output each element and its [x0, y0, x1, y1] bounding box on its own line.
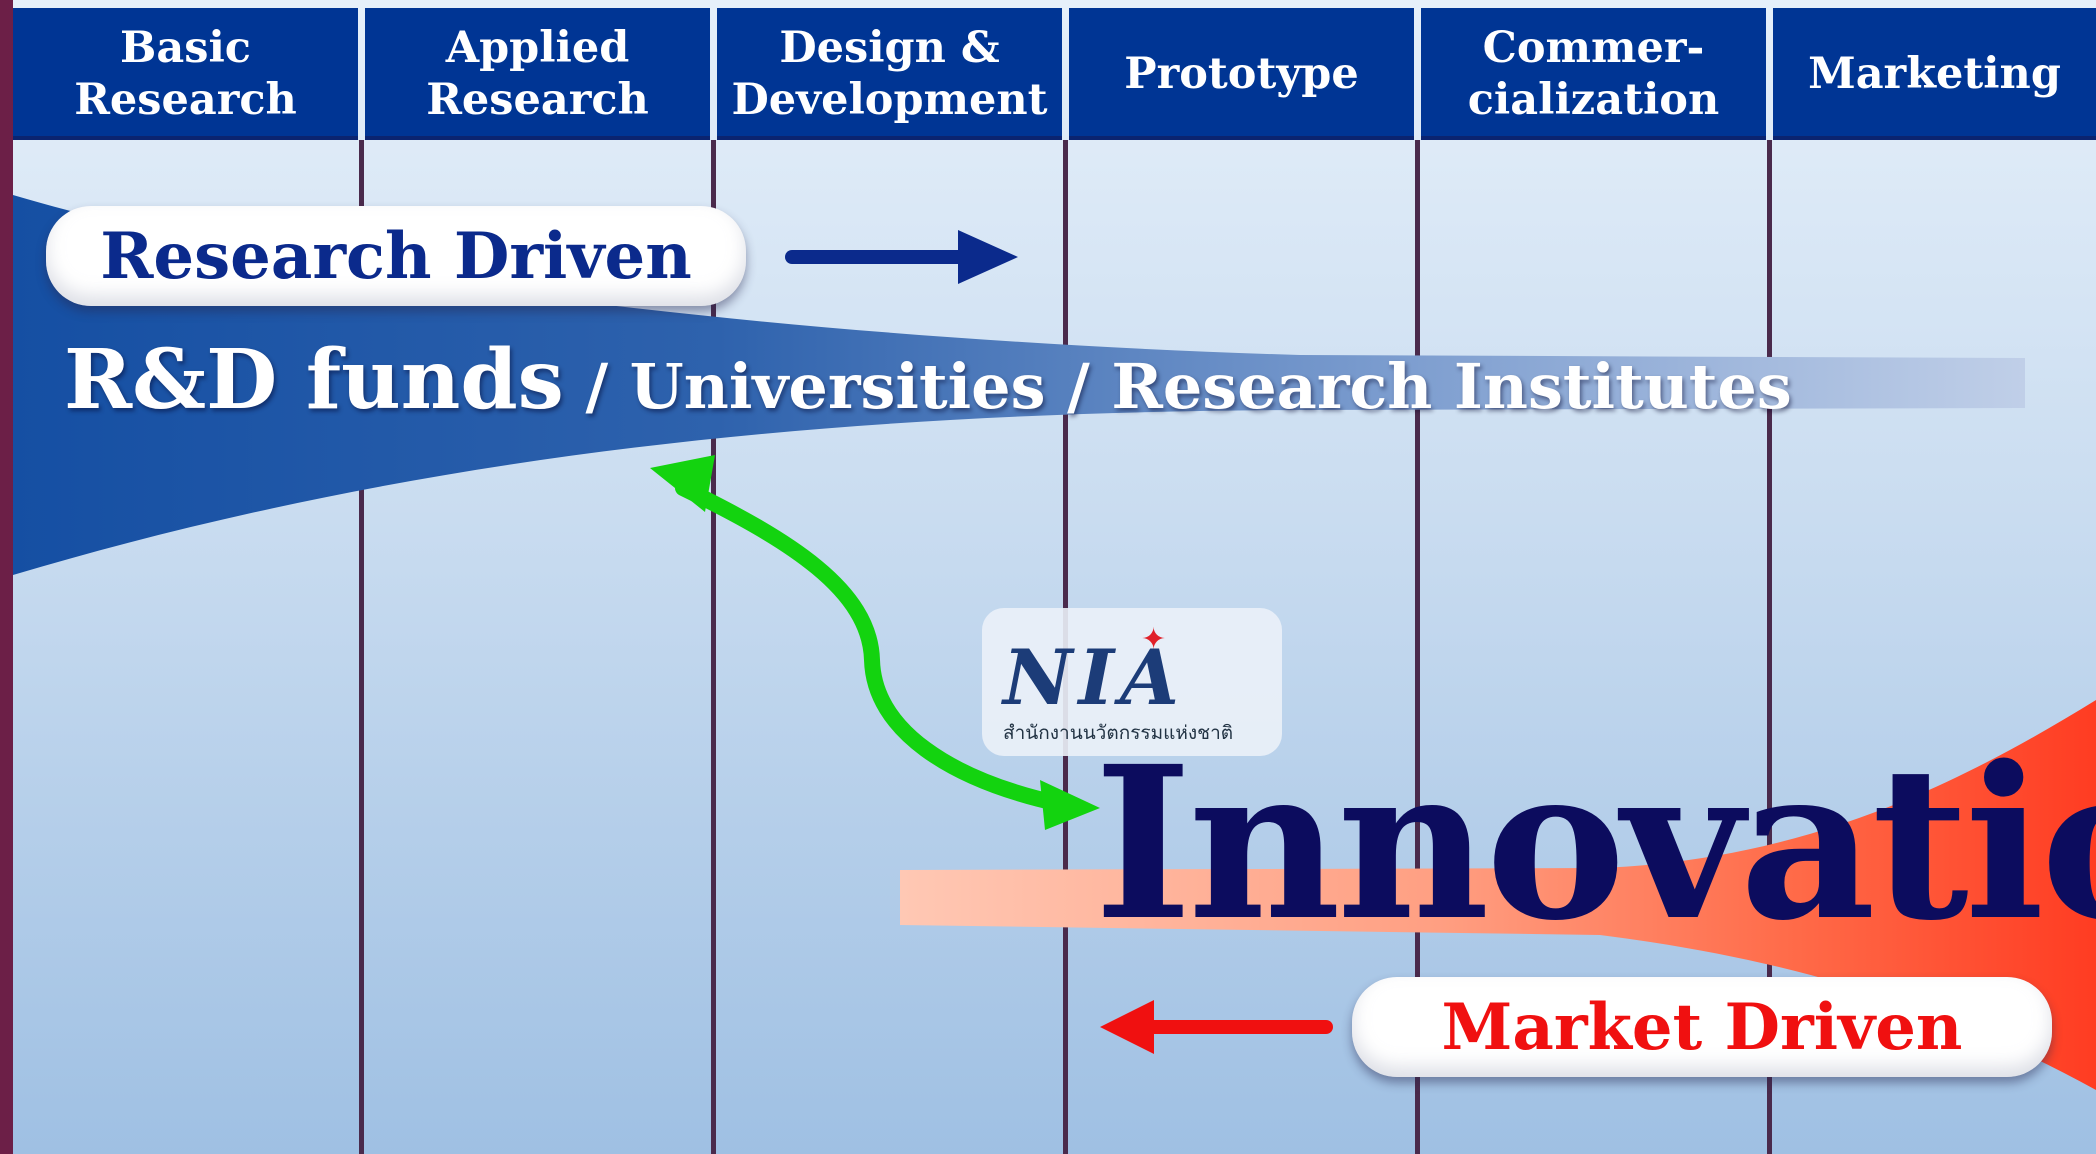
header-label-line1: Design & — [779, 23, 1000, 73]
header-label-line1: Applied — [445, 23, 630, 73]
header-label-line1: Prototype — [1124, 49, 1359, 99]
header-label-line2: Research — [426, 75, 649, 125]
column-divider — [711, 140, 716, 1154]
column-divider — [1415, 140, 1420, 1154]
header-label-line2: Development — [731, 75, 1048, 125]
research-driven-text: Research Driven — [100, 218, 692, 294]
nia-subtitle: สำนักงานนวัตกรรมแห่งชาติ — [1003, 722, 1234, 744]
institutions-text: / Universities / Research Institutes — [563, 350, 1792, 423]
header-label-line1: Marketing — [1808, 49, 2061, 99]
research-arrow-icon — [785, 230, 1018, 284]
header-label-line1: Commer- — [1482, 23, 1705, 73]
research-institutions-text: R&D funds / Universities / Research Inst… — [64, 332, 1792, 428]
double-arrow-icon — [650, 455, 1100, 830]
market-driven-text: Market Driven — [1441, 989, 1963, 1065]
rd-funds-text: R&D funds — [64, 332, 564, 428]
column-divider — [359, 140, 364, 1154]
header-prototype: Prototype — [1069, 8, 1414, 140]
column-divider — [1767, 140, 1772, 1154]
header-label-line1: Basic — [120, 23, 251, 73]
header-commercialization: Commer-cialization — [1421, 8, 1766, 140]
market-driven-label: Market Driven — [1352, 977, 2052, 1077]
header-design-development: Design &Development — [717, 8, 1062, 140]
header-label-line2: cialization — [1467, 75, 1720, 125]
header-label-line2: Research — [74, 75, 297, 125]
market-arrow-icon — [1100, 1000, 1333, 1054]
nia-logo: NIA — [1003, 633, 1185, 722]
market-funnel — [900, 700, 2096, 1090]
header-marketing: Marketing — [1773, 8, 2096, 140]
star-icon: ✦ — [1141, 622, 1167, 657]
nia-logo-box — [982, 608, 1282, 756]
research-driven-label: Research Driven — [46, 206, 746, 306]
research-funnel — [13, 195, 2025, 575]
innovation-title: Innovation — [1094, 720, 2096, 967]
